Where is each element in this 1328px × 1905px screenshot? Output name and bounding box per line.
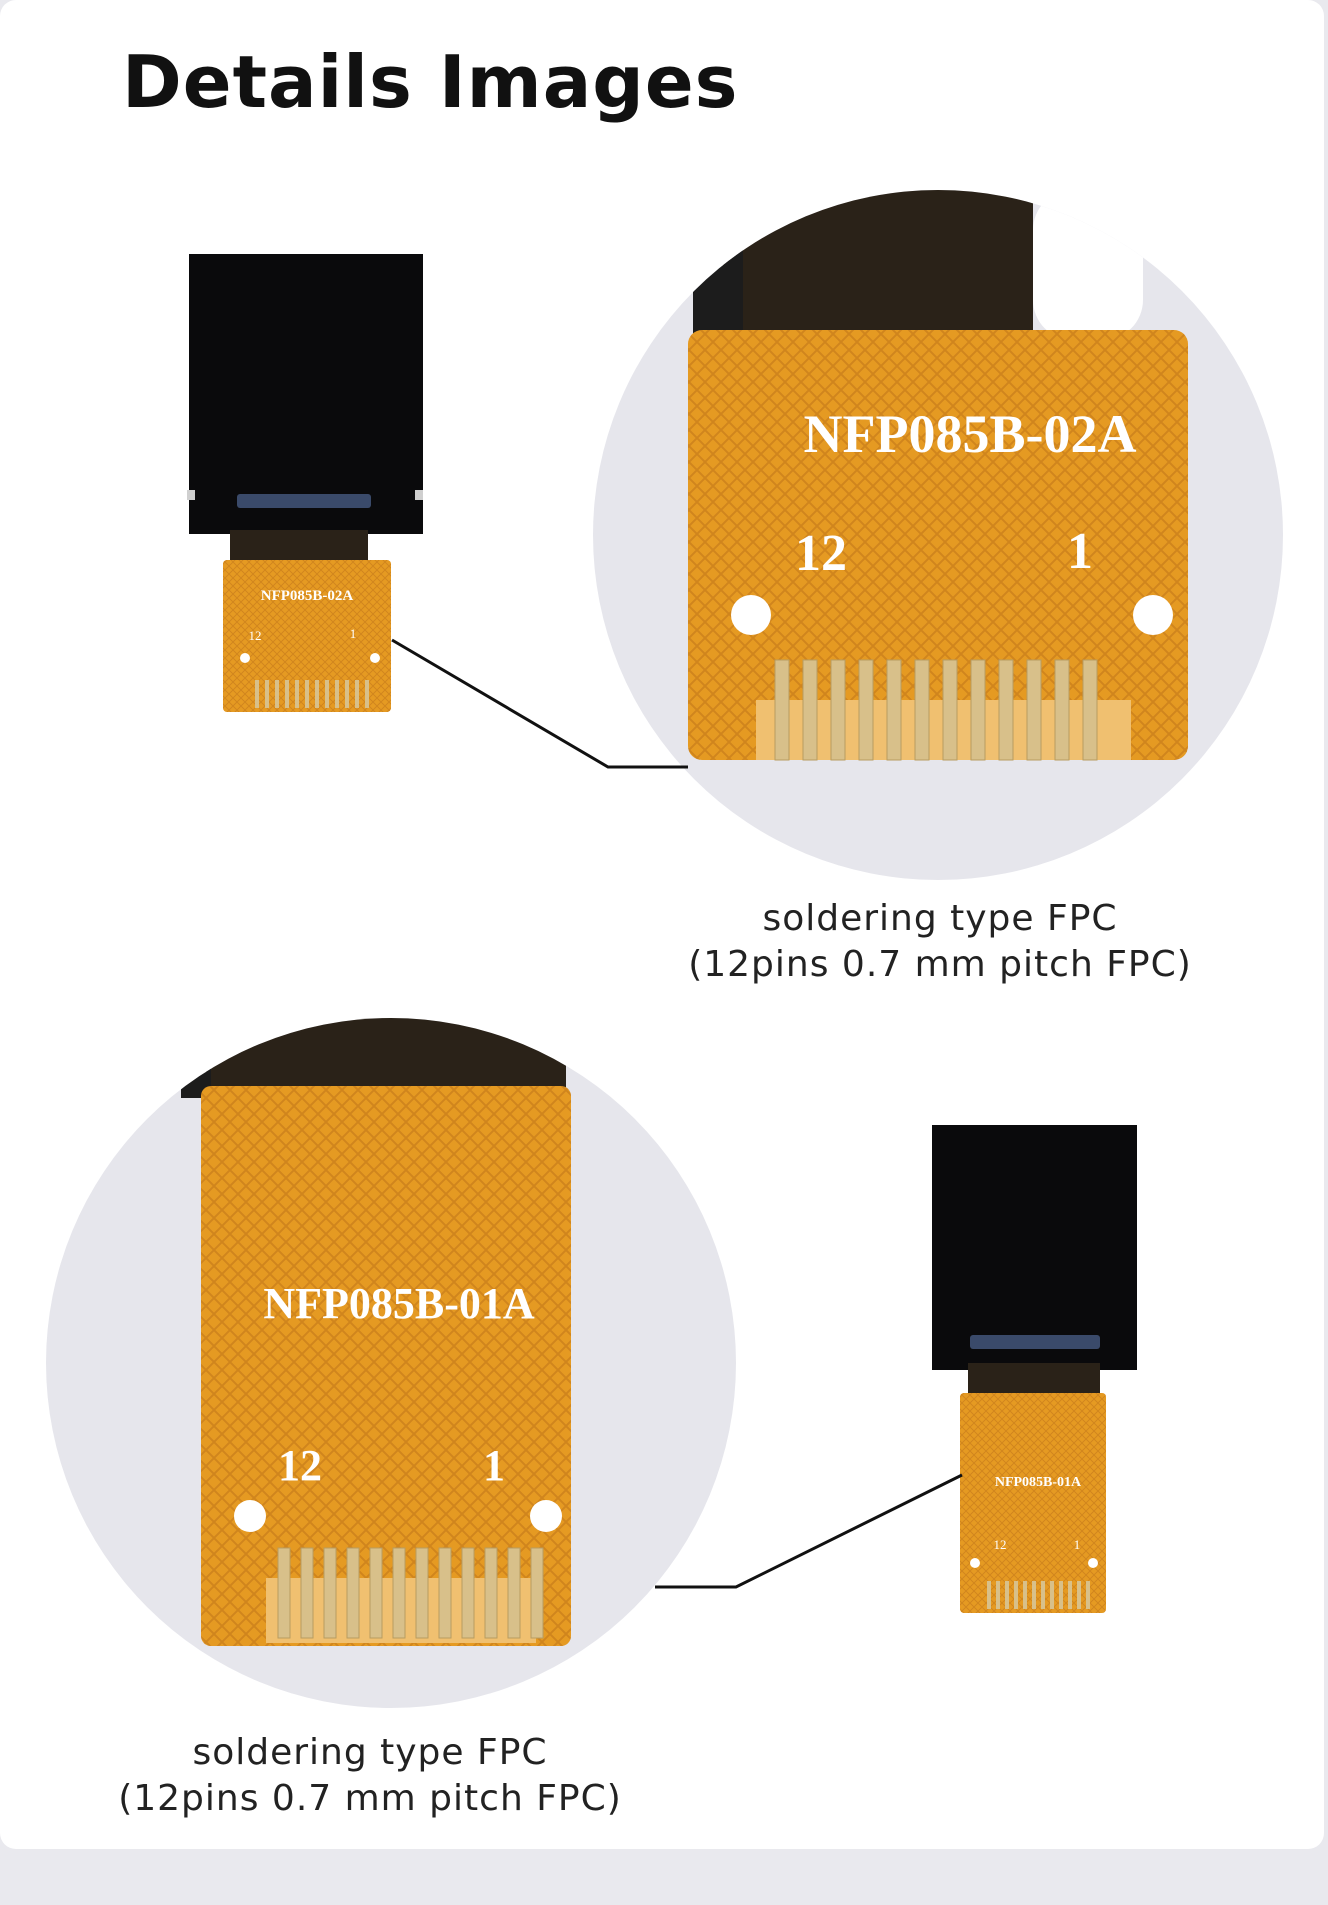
caption-bottom-line1: soldering type FPC <box>192 1732 548 1773</box>
part-label-small-bottom: NFP085B-01A <box>995 1475 1082 1490</box>
page-title: Details Images <box>122 40 739 124</box>
pin-1-small-top: 1 <box>350 626 357 641</box>
pin-12-zoom-top: 12 <box>795 525 847 582</box>
pin-12-zoom-bottom: 12 <box>278 1441 322 1490</box>
pin-1-zoom-top: 1 <box>1067 523 1093 580</box>
caption-top-line2: (12pins 0.7 mm pitch FPC) <box>688 944 1192 985</box>
pin-12-small-bottom: 12 <box>994 1537 1007 1552</box>
product-photo-top: NFP085B-02A 12 1 <box>187 254 423 712</box>
zoom-circle-bottom: NFP085B-01A 12 1 <box>46 1018 736 1708</box>
details-card: Details Images NFP085B-02A 12 1 <box>0 0 1324 1849</box>
pin-1-small-bottom: 1 <box>1074 1537 1081 1552</box>
pin-12-small-top: 12 <box>249 628 262 643</box>
caption-top-line1: soldering type FPC <box>762 898 1118 939</box>
part-label-zoom-bottom: NFP085B-01A <box>263 1279 535 1328</box>
caption-bottom: soldering type FPC (12pins 0.7 mm pitch … <box>110 1730 630 1822</box>
caption-bottom-line2: (12pins 0.7 mm pitch FPC) <box>118 1778 622 1819</box>
part-label-zoom-top: NFP085B-02A <box>804 404 1137 464</box>
caption-top: soldering type FPC (12pins 0.7 mm pitch … <box>660 896 1220 988</box>
product-photo-bottom: NFP085B-01A 12 1 <box>932 1125 1137 1613</box>
part-label-small-top: NFP085B-02A <box>261 588 354 604</box>
zoom-circle-top: NFP085B-02A 12 1 <box>593 190 1283 880</box>
pin-1-zoom-bottom: 1 <box>483 1441 505 1490</box>
